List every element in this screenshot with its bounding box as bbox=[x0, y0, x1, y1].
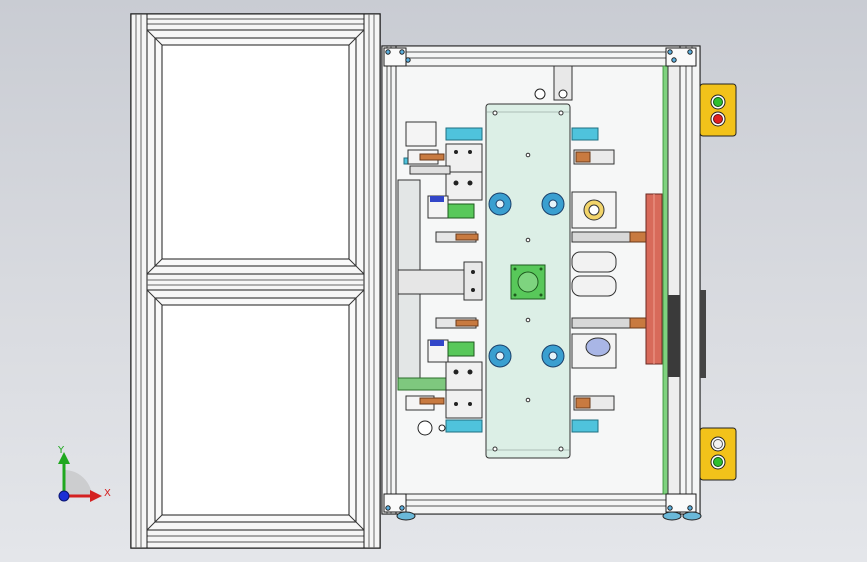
locating-hubs bbox=[488, 192, 565, 368]
left-actuators bbox=[405, 121, 479, 436]
bottom-control-box bbox=[699, 427, 737, 481]
axis-triad[interactable]: Y X bbox=[57, 445, 111, 502]
white-lamp-icon[interactable] bbox=[713, 439, 723, 449]
corner-bracket-bl bbox=[383, 493, 407, 513]
corner-bracket-br bbox=[665, 493, 697, 513]
corner-bracket-tl bbox=[383, 47, 411, 67]
left-clamp-blocks bbox=[445, 143, 483, 419]
z-axis-dot-icon bbox=[58, 490, 70, 502]
green-lamp-icon[interactable] bbox=[713, 97, 723, 107]
fixture-mechanism bbox=[397, 65, 663, 459]
door-window-upper bbox=[146, 29, 365, 275]
door-window-lower bbox=[146, 289, 365, 531]
right-red-rail bbox=[645, 193, 663, 365]
green-lamp-icon[interactable] bbox=[713, 457, 723, 467]
green-center-module bbox=[510, 264, 546, 300]
door-panel bbox=[130, 13, 381, 549]
x-arrowhead-icon bbox=[90, 490, 102, 502]
corner-bracket-tr bbox=[665, 47, 697, 67]
top-control-box bbox=[699, 83, 737, 137]
x-axis-label: X bbox=[104, 488, 111, 499]
right-actuators bbox=[571, 149, 647, 411]
y-arrowhead-icon bbox=[58, 452, 70, 464]
red-lamp-icon[interactable] bbox=[713, 114, 723, 124]
y-axis-label: Y bbox=[57, 445, 65, 456]
